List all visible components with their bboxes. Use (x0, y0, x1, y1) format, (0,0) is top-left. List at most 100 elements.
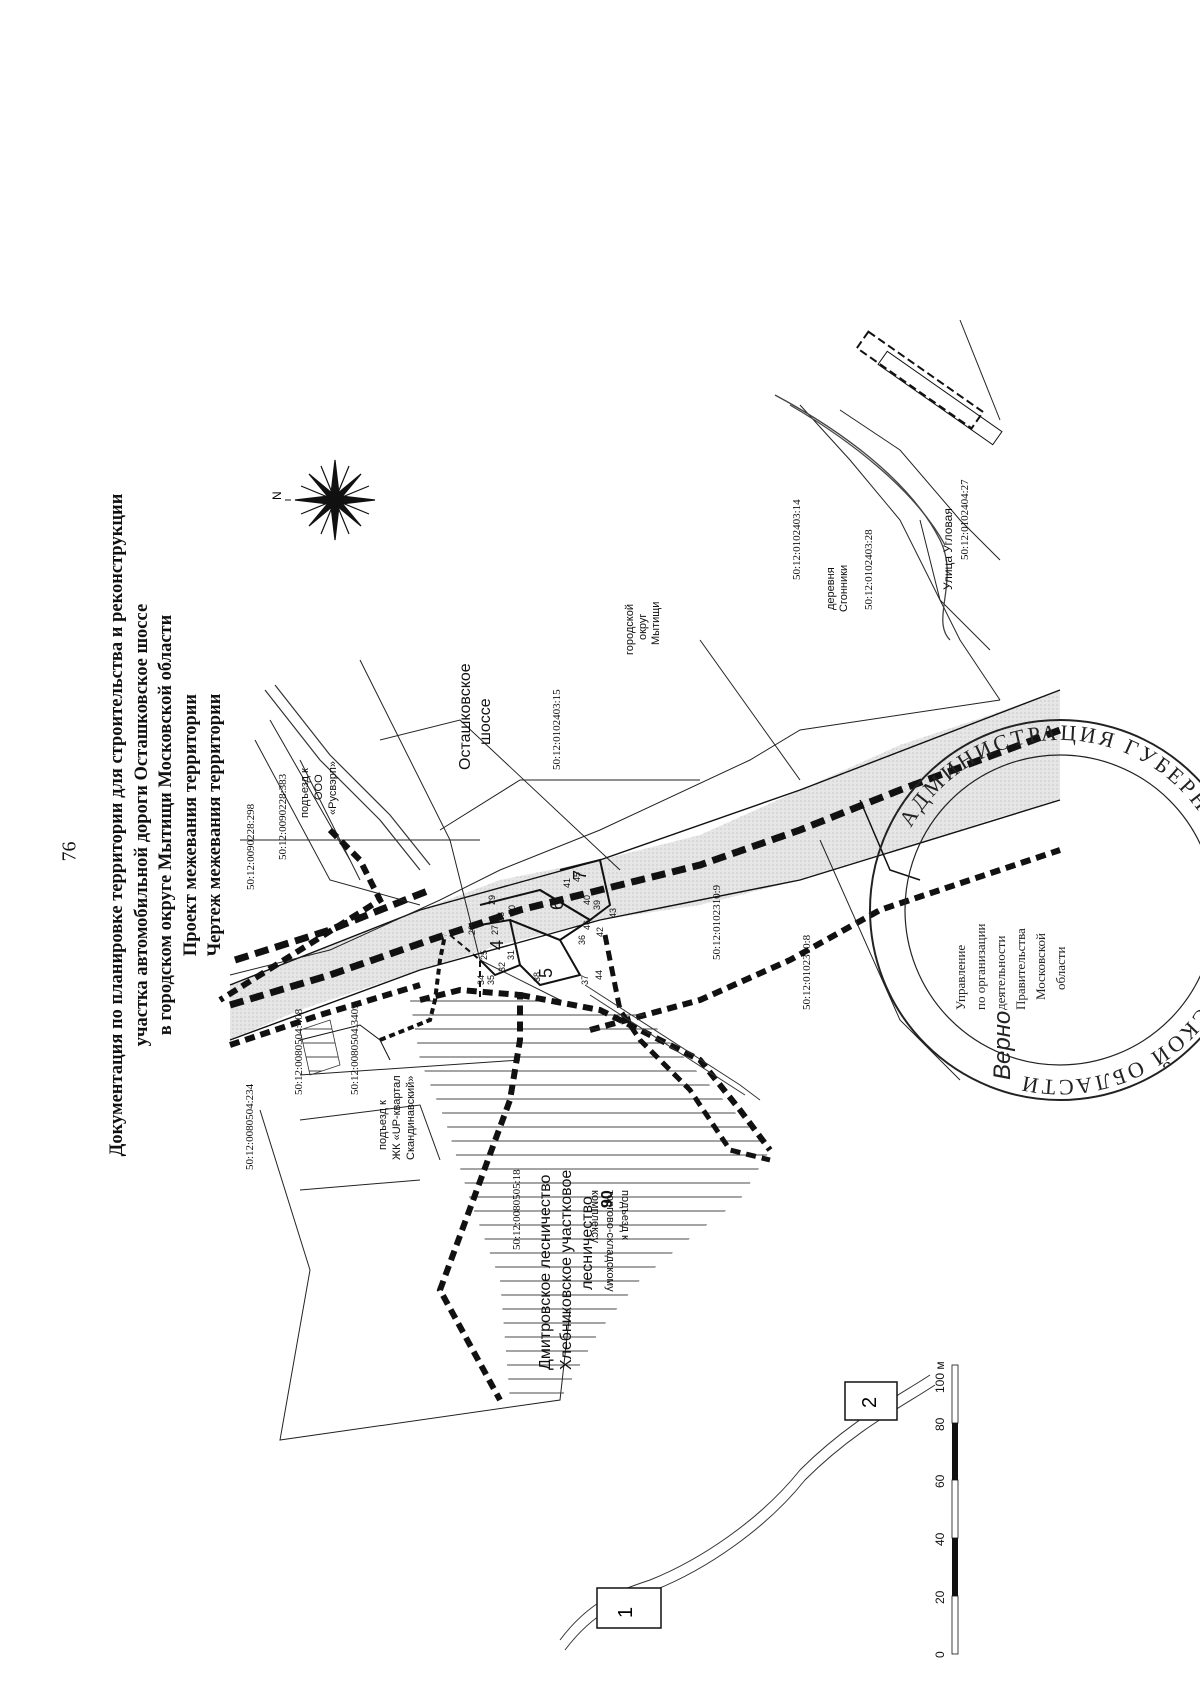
forestry-quarter: 90 (599, 1190, 616, 1208)
scale-label-0: 0 (933, 1651, 947, 1658)
road-name-1: Осташковское (457, 663, 474, 770)
access-jk-1: подъезд к (377, 1100, 389, 1150)
zone-5: 5 (536, 968, 556, 978)
access-ooo-2: ООО (313, 774, 325, 800)
box-1-label: 1 (615, 1607, 637, 1618)
scale-label-60: 60 (933, 1474, 947, 1488)
access-jk-3: Скандинавский» (405, 1076, 417, 1160)
point-34: 34 (476, 975, 486, 985)
jk-access-boundary (379, 934, 447, 1042)
point-35: 35 (486, 975, 496, 985)
highway-fill (230, 690, 1060, 1040)
stamp-line-5: Московской (1033, 933, 1048, 1000)
forest-boundary-2 (519, 992, 773, 1152)
forest-hatch (410, 990, 770, 1400)
point-36: 36 (577, 935, 587, 945)
point-38: 38 (532, 972, 542, 982)
scale-bar: 0 20 40 60 80 100 м (933, 1361, 959, 1658)
point-27: 27 (490, 925, 500, 935)
zones (449, 858, 612, 1000)
road-name-2: шоссе (477, 698, 494, 745)
highway-edge-right (229, 799, 1061, 1041)
access-ooo-1: подъезд к (299, 768, 311, 818)
point-44: 44 (594, 970, 604, 980)
point-40: 40 (582, 895, 592, 905)
forest-block (410, 934, 773, 1402)
point-31: 31 (506, 950, 516, 960)
compass-north: N (270, 491, 284, 500)
boundary-dashed-1 (228, 726, 1062, 1009)
forestry-2: Хлебниковское участковое (558, 1170, 575, 1370)
parcel-label-18: 50:12:0080505:18 (511, 1169, 523, 1250)
box-2 (844, 1381, 898, 1421)
boundary-dashed-4 (229, 982, 421, 1048)
point-39: 39 (592, 900, 602, 910)
zone-7: 7 (570, 870, 590, 880)
scale-label-80: 80 (933, 1417, 947, 1431)
point-37: 37 (580, 975, 590, 985)
district-1: городской (624, 604, 636, 655)
compass-rose: N (270, 459, 376, 541)
scale-label-40: 40 (933, 1532, 947, 1546)
box-1 (596, 1587, 662, 1629)
box-2-label: 2 (859, 1397, 881, 1408)
point-46: 46 (582, 920, 592, 930)
forestry-3: лесничество (579, 1196, 596, 1290)
parcel-label-3409: 50:12:0080504:3409 (349, 1003, 361, 1095)
handwritten-verno: Верно (989, 1011, 1016, 1080)
parcel-label-408: 50:12:0080504:408 (293, 1008, 305, 1095)
parcel-label-9: 50:12:0102310:9 (711, 884, 723, 960)
zone-7-outline (539, 858, 612, 922)
parcel-label-15: 50:12:0102403:15 (551, 689, 563, 770)
scale-label-100: 100 м (933, 1361, 947, 1393)
boundary-dashed-tl (218, 827, 384, 1003)
boundary-dashed-2 (233, 886, 432, 964)
stamp-line-1: Управление (953, 945, 968, 1010)
point-32: 32 (497, 962, 507, 972)
point-numbers: 26 34 35 25 27 28 29 30 31 32 38 36 37 4… (467, 872, 618, 985)
village-1: деревня (825, 567, 837, 610)
point-25: 25 (479, 950, 489, 960)
point-41: 41 (562, 878, 572, 888)
access-road-upper (264, 684, 431, 871)
point-45: 45 (572, 872, 582, 882)
parcel-label-383: 50:12:0090228:383 (277, 773, 289, 860)
parcel-label-28: 50:12:0102403:28 (863, 529, 875, 610)
point-30: 30 (507, 905, 517, 915)
zone-4: 4 (487, 940, 507, 950)
mall-access-road (584, 984, 761, 1101)
access-mall-1: подъезд к (619, 1190, 631, 1240)
parcel-label-8: 50:12:0102310:8 (801, 934, 813, 1010)
access-jk-2: ЖК «UP-квартал (391, 1075, 403, 1160)
parcel-label-27: 50:12:0102404:27 (959, 479, 971, 560)
village-2: Сгонники (838, 565, 850, 612)
forestry-1: Дмитровское лесничество (537, 1174, 554, 1370)
point-26: 26 (467, 925, 477, 935)
parcel-408-hatch (299, 1019, 341, 1076)
rect-structures (855, 330, 1003, 446)
forest-boundary-3 (602, 934, 771, 1163)
access-mall-3: комплексу (589, 1190, 601, 1244)
boundary-dashed-3 (589, 847, 1061, 1033)
parcel-label-298: 50:12:0090228:298 (245, 803, 257, 890)
point-29: 29 (487, 895, 497, 905)
scale-label-20: 20 (933, 1590, 947, 1604)
point-28: 28 (496, 912, 506, 922)
parcel-label-234: 50:12:0080504:234 (244, 1083, 256, 1170)
parcel-label-14: 50:12:0102403:14 (791, 499, 803, 580)
point-42: 42 (595, 927, 605, 937)
highway-band (228, 689, 1062, 1048)
stamp-line-6: области (1053, 947, 1068, 990)
location-boxes: 1 2 (559, 1374, 936, 1651)
access-road-lower (774, 394, 951, 641)
stamp-line-3: деятельности (993, 936, 1008, 1010)
district-3: Мытищи (650, 602, 662, 645)
forest-boundary-1 (419, 986, 523, 1402)
access-mall-2: торгово-складскому (604, 1190, 616, 1292)
zone-6: 6 (547, 900, 567, 910)
stamp-line-4: Правительства (1013, 928, 1028, 1010)
stamp-line-2: по организации (973, 923, 988, 1010)
district-2: округ (637, 614, 649, 640)
